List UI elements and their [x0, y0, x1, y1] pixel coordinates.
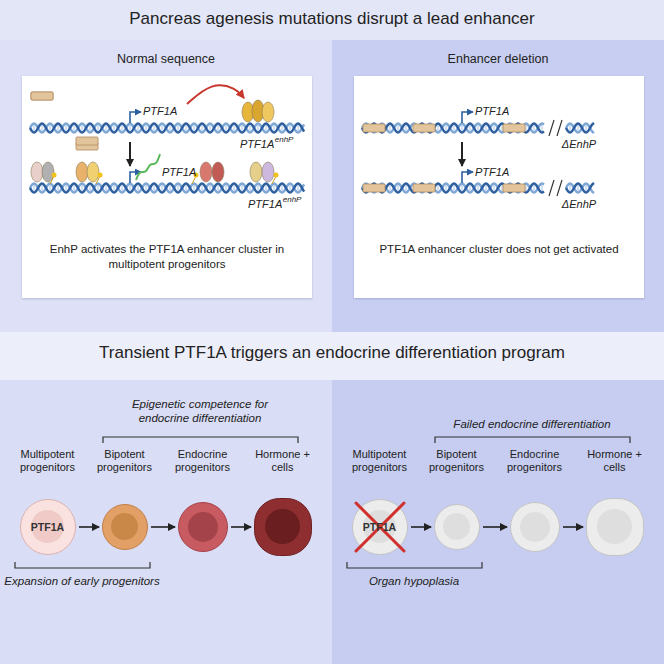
- bracket: [435, 437, 630, 443]
- panel-ground: [0, 380, 332, 664]
- cell: Hormone + cells: [254, 498, 312, 556]
- panel-heading: Enhancer deletion: [332, 52, 664, 67]
- bracket: [103, 437, 298, 443]
- superscript: enhP: [275, 135, 294, 145]
- cell: Endocrine progenitors: [510, 502, 560, 552]
- flow-arrow: [151, 526, 175, 528]
- bracket-label: Failed endocrine differentiation: [422, 418, 642, 432]
- nucleus: [265, 509, 300, 544]
- section-title: Transient PTF1A triggers an endocrine di…: [12, 343, 652, 363]
- gene-name: PTF1A: [162, 166, 196, 179]
- superscript: enhP: [283, 195, 302, 205]
- dna-illustration: [354, 76, 644, 236]
- flow-arrow: [79, 526, 99, 528]
- cell-label: Bipotent progenitors: [88, 448, 162, 474]
- flow-arrow: [231, 526, 251, 528]
- cell: Bipotent progenitors: [102, 504, 148, 550]
- cell: Multipotent progenitorsPTF1A: [20, 499, 76, 555]
- bracket-label: Epigenetic competence for endocrine diff…: [115, 398, 285, 426]
- cell: Bipotent progenitors: [434, 504, 480, 550]
- cell-label: Hormone + cells: [246, 448, 320, 474]
- cell-label: Multipotent progenitors: [11, 448, 85, 474]
- bracket: [347, 562, 482, 568]
- gene-name: PTF1A: [143, 105, 177, 118]
- nucleus: [443, 513, 471, 541]
- deletion-label: ΔEnhP: [549, 198, 609, 211]
- cell-label: Endocrine progenitors: [498, 448, 572, 474]
- bracket: [15, 562, 150, 568]
- nucleus: [111, 513, 139, 541]
- bracket-label: Expansion of early progenitors: [0, 575, 167, 589]
- cell: Multipotent progenitorsPTF1A: [352, 499, 408, 555]
- title-band: [0, 0, 664, 40]
- title-band: [0, 332, 664, 380]
- deletion-label: ΔEnhP: [549, 138, 609, 151]
- panel-ground: [332, 380, 664, 664]
- cell-label: Multipotent progenitors: [343, 448, 417, 474]
- protein-name: PTF1A: [20, 520, 76, 534]
- cell-label: Hormone + cells: [578, 448, 652, 474]
- flow-arrow: [411, 526, 431, 528]
- caption: PTF1A enhancer cluster does not get acti…: [368, 242, 630, 257]
- flow-arrow: [483, 526, 507, 528]
- bracket-label: Organ hypoplasia: [329, 575, 499, 589]
- nucleus: [597, 509, 632, 544]
- panel: EnhP activates the PTF1A enhancer cluste…: [0, 40, 332, 332]
- gene-name: PTF1A: [475, 166, 509, 179]
- nucleus: [188, 512, 218, 542]
- protein-name: PTF1A: [352, 520, 408, 534]
- flow-arrow: [563, 526, 583, 528]
- gene-name: PTF1A: [475, 105, 509, 118]
- caption: EnhP activates the PTF1A enhancer cluste…: [36, 242, 298, 272]
- dna-illustration: [22, 76, 312, 236]
- cell-label: Bipotent progenitors: [420, 448, 494, 474]
- panel: PTF1A enhancer cluster does not get acti…: [332, 40, 664, 332]
- cell: Hormone + cells: [586, 498, 644, 556]
- cell: Endocrine progenitors: [178, 502, 228, 552]
- cell-label: Endocrine progenitors: [166, 448, 240, 474]
- section-title: Pancreas agenesis mutations disrupt a le…: [12, 9, 652, 29]
- nucleus: [520, 512, 550, 542]
- panel-heading: Normal sequence: [0, 52, 332, 67]
- gene-name: PTF1A: [248, 198, 282, 211]
- gene-name: PTF1A: [240, 138, 274, 151]
